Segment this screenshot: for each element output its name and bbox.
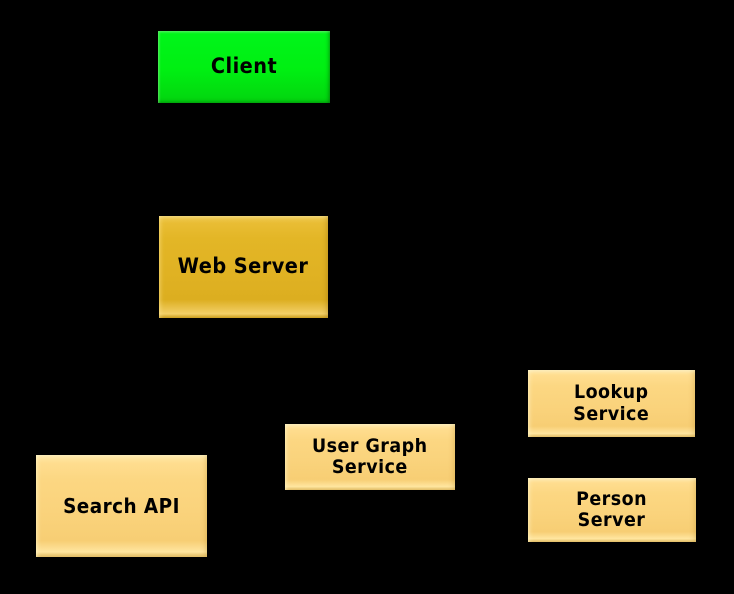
node-label-lookup-service: Lookup Service	[573, 381, 650, 425]
node-search-api[interactable]: Search API	[36, 455, 207, 557]
node-lookup-service[interactable]: Lookup Service	[528, 370, 695, 437]
node-label-web-server: Web Server	[178, 254, 309, 279]
node-label-person-server: Person Server	[576, 487, 648, 531]
node-label-user-graph-service: User Graph Service	[312, 434, 428, 478]
node-web-server[interactable]: Web Server	[159, 216, 328, 318]
node-client[interactable]: Client	[158, 31, 330, 103]
node-user-graph-service[interactable]: User Graph Service	[285, 424, 455, 490]
node-label-search-api: Search API	[63, 493, 180, 518]
node-person-server[interactable]: Person Server	[528, 478, 696, 542]
node-label-client: Client	[210, 54, 278, 79]
